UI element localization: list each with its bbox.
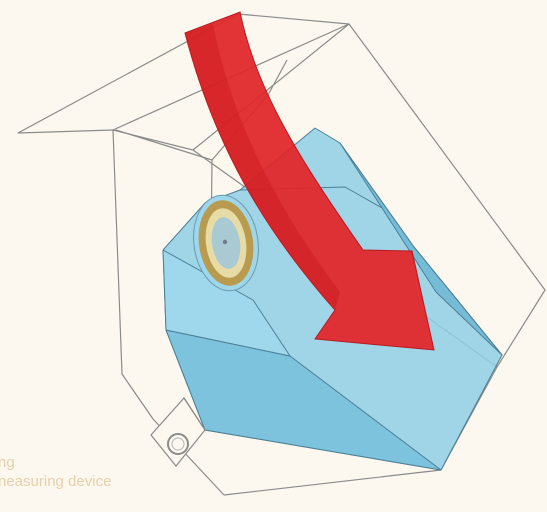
caption-line-2: neasuring device (0, 472, 111, 491)
housing-top-face (18, 14, 349, 133)
sensor-center-dot (223, 240, 227, 244)
caption-line-1: ng (0, 453, 111, 472)
figure-caption: ng neasuring device (0, 453, 111, 491)
